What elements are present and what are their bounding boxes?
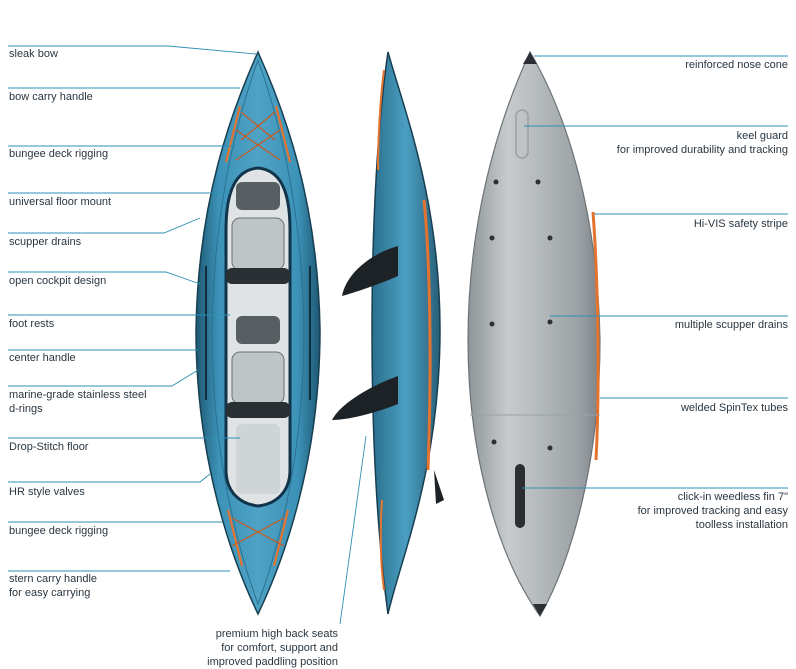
label-bungee-deck-rigging-front: bungee deck rigging	[9, 148, 109, 160]
side-fin	[434, 470, 444, 504]
label-hr-style-valves: HR style valves	[9, 486, 85, 498]
label-sleak-bow: sleak bow	[9, 48, 58, 60]
side-seat-front	[342, 246, 398, 296]
leader-lines	[8, 45, 788, 625]
label-center-handle: center handle	[9, 352, 76, 364]
label-hi-vis-stripe: Hi-VIS safety stripe	[693, 218, 788, 230]
bow-bungee-rigging	[224, 105, 292, 163]
label-welded-spintex-tubes: welded SpinTex tubes	[680, 402, 788, 414]
kayak-underside-view	[467, 50, 601, 618]
side-view-hull	[371, 51, 441, 615]
scupper-drain-dots	[489, 179, 553, 451]
label-bungee-deck-rigging-rear: bungee deck rigging	[9, 525, 109, 537]
label-scupper-drains: scupper drains	[9, 236, 82, 248]
kayak-top-view	[195, 50, 321, 616]
side-seat-rear	[332, 376, 398, 420]
label-stern-carry-handle: stern carry handle for easy carrying	[9, 573, 98, 599]
label-open-cockpit-design: open cockpit design	[9, 275, 107, 287]
label-marine-grade-d-rings: marine-grade stainless steel d-rings	[9, 389, 147, 415]
stern-bungee-rigging	[226, 509, 290, 567]
label-premium-seats: premium high back seats for comfort, sup…	[207, 628, 338, 668]
label-universal-floor-mount: universal floor mount	[9, 196, 112, 208]
underside-hull	[467, 50, 601, 618]
kayak-side-view	[332, 51, 444, 615]
keel-guard-mark	[515, 109, 529, 159]
hi-vis-stripe-mark	[591, 211, 600, 461]
label-keel-guard: keel guard for improved durability and t…	[616, 130, 788, 156]
fin-mark	[515, 464, 525, 528]
label-foot-rests: foot rests	[9, 318, 55, 330]
label-reinforced-nose-cone: reinforced nose cone	[685, 59, 788, 71]
label-bow-carry-handle: bow carry handle	[9, 91, 93, 103]
label-drop-stitch-floor: Drop-Stitch floor	[9, 441, 89, 453]
label-click-in-fin: click-in weedless fin 7" for improved tr…	[637, 491, 788, 531]
label-multiple-scupper-drains: multiple scupper drains	[674, 319, 788, 331]
